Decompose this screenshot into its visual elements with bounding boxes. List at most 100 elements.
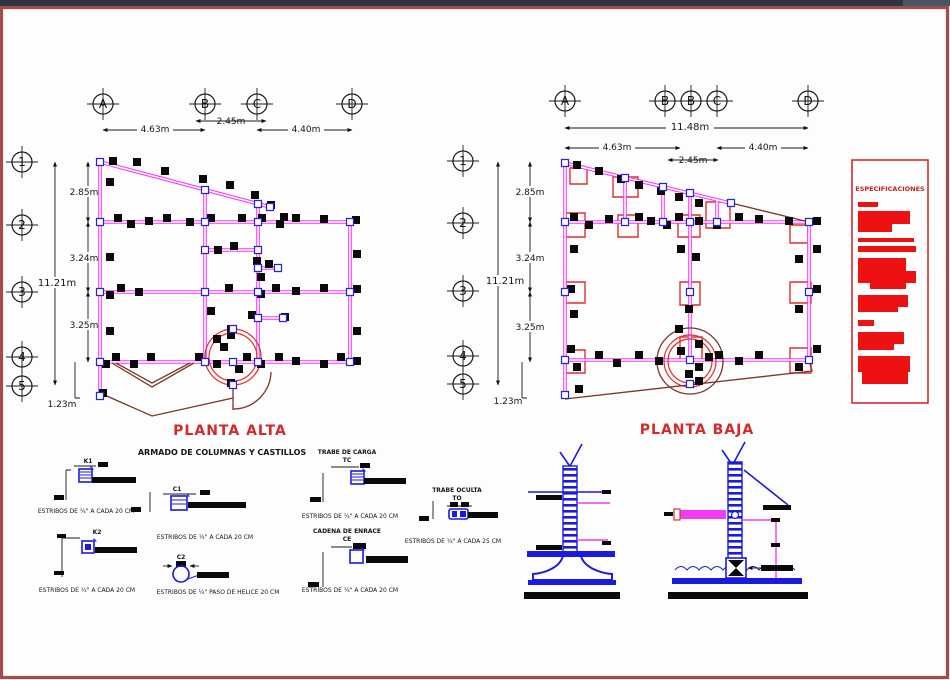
detail-sublabel: TO (452, 495, 461, 502)
window-top-bar-segment (903, 0, 950, 6)
node-squares-alta (95, 157, 355, 401)
grid-label: 3 (18, 285, 26, 299)
detail-caption: ESTRIBOS DE ¼" PASO DE HELICE 20 CM (157, 589, 280, 596)
dim-label: 2.45m (679, 156, 708, 166)
grid-bubble-row: 5 (6, 370, 38, 402)
spec-text-blocks (858, 202, 916, 384)
plan-title-alta: PLANTA ALTA (173, 423, 287, 439)
specifications-box: ESPECIFICACIONES (851, 159, 929, 404)
dim-label: 1.23m (494, 397, 523, 407)
grid-label: 5 (459, 377, 467, 391)
detail-trabe-oculta: TRABE OCULTA TO ESTRIBOS DE ¼" A CADA 25… (405, 487, 501, 545)
detail-trabe-de-carga: TRABE DE CARGA TC ESTRIBOS DE ¼" A CADA … (302, 449, 406, 520)
dimension-lines: 4.63m 2.45m 4.40m 2.85m 3.24m 3.25m 11.2… (36, 117, 353, 410)
planta-alta-plan: A B C D 1 2 3 4 (6, 88, 368, 439)
dim-label: 4.63m (603, 143, 632, 153)
grid-bubble-row: 3 (447, 275, 479, 307)
grid-bubble-row: 2 (6, 209, 38, 241)
detail-caption: ESTRIBOS DE ¼" A CADA 20 CM (39, 587, 135, 594)
detail-label: C2 (177, 554, 186, 561)
detail-caption: ESTRIBOS DE ¼" A CADA 20 CM (302, 587, 398, 594)
detail-caption: ESTRIBOS DE ¼" A CADA 20 CM (157, 534, 253, 541)
detail-label: C1 (173, 486, 182, 493)
window-top-bar (0, 0, 950, 6)
ground-line (668, 592, 808, 599)
terrain-lines-alta (99, 362, 272, 417)
dim-label: 4.40m (749, 143, 778, 153)
detail-caption: ESTRIBOS DE ¼" A CADA 20 CM (38, 508, 134, 515)
dim-label: 2.85m (516, 188, 545, 198)
dim-label: 3.24m (70, 254, 99, 264)
grid-bubble-row: 5 (447, 368, 479, 400)
grid-label: D (347, 97, 356, 111)
grid-bubble-col: C (241, 88, 273, 120)
ground-line (524, 592, 620, 599)
drawing-frame-border (0, 5, 950, 680)
dim-label: 3.25m (70, 321, 99, 331)
grid-bubble-col: A (87, 88, 119, 120)
planta-baja-plan: A B B C D 1 2 3 (447, 85, 824, 438)
grid-label: 2 (459, 216, 467, 230)
detail-k1: K1 ESTRIBOS DE ¼" A CADA 20 CM (38, 458, 136, 515)
grid-label: 4 (18, 350, 26, 364)
grid-bubble-col: B (189, 88, 221, 120)
grid-bubble-row: 3 (6, 276, 38, 308)
grid-bubble-row: 4 (6, 341, 38, 373)
detail-c2: C2 ESTRIBOS DE ¼" PASO DE HELICE 20 CM (157, 554, 280, 596)
dim-label: 4.40m (292, 125, 321, 135)
plan-title-baja: PLANTA BAJA (640, 422, 754, 438)
detail-label: K2 (93, 529, 102, 536)
grid-bubble-row: 2 (447, 207, 479, 239)
details-heading: ARMADO DE COLUMNAS Y CASTILLOS (138, 448, 307, 457)
dim-label: 2.45m (217, 117, 246, 127)
grid-label: A (99, 97, 108, 111)
column-squares-baja (567, 161, 821, 393)
foundation-section-1 (524, 443, 620, 599)
node-squares-baja (560, 158, 814, 400)
detail-label: TRABE OCULTA (432, 487, 482, 494)
detail-caption: ESTRIBOS DE ¼" A CADA 20 CM (302, 513, 398, 520)
foundation-section-2 (664, 441, 808, 599)
grid-label: 1 (459, 154, 467, 168)
grid-label: 4 (459, 349, 467, 363)
dim-label: 2.85m (70, 188, 99, 198)
slab-band (680, 510, 726, 519)
detail-sublabel: CE (343, 536, 352, 543)
grid-bubble-row: 4 (447, 340, 479, 372)
grid-label: 3 (459, 284, 467, 298)
grid-bubble-col: D (336, 88, 368, 120)
grid-label: B (201, 97, 209, 111)
dim-label: 3.24m (516, 254, 545, 264)
grid-bubble-col: C (701, 85, 733, 117)
bowtie-mark (728, 560, 744, 576)
grid-bubble-row: 1 (6, 146, 38, 178)
dim-label: 3.25m (516, 323, 545, 333)
detail-k2: K2 ESTRIBOS DE ¼" A CADA 20 CM (39, 529, 137, 594)
grid-label: 1 (18, 155, 26, 169)
dimension-lines: 11.48m 4.63m 2.45m 4.40m 2.85m 3.24m 3.2… (483, 121, 809, 407)
dim-label: 11.21m (38, 278, 76, 289)
detail-label: TRABE DE CARGA (318, 449, 377, 456)
dim-label: 11.48m (671, 122, 709, 133)
grid-label: 5 (18, 379, 26, 393)
dim-label: 11.21m (486, 276, 524, 287)
dim-label: 4.63m (141, 125, 170, 135)
grid-bubble-row: 1 (447, 145, 479, 177)
column-squares-alta (99, 157, 361, 397)
detail-label: K1 (84, 458, 93, 465)
detail-sublabel: TC (343, 457, 352, 464)
grid-label: 2 (18, 218, 26, 232)
grid-label: A (561, 94, 570, 108)
grid-label: B (687, 94, 695, 108)
detail-cadena-de-enrace: CADENA DE ENRACE CE ESTRIBOS DE ¼" A CAD… (302, 528, 408, 594)
grid-label: D (803, 94, 812, 108)
grid-label: B (661, 94, 669, 108)
detail-caption: ESTRIBOS DE ¼" A CADA 25 CM (405, 538, 501, 545)
detail-label: CADENA DE ENRACE (313, 528, 381, 535)
dim-label: 1.23m (48, 400, 77, 410)
grid-label: C (713, 94, 721, 108)
spec-box-border (851, 159, 929, 404)
detail-c1: C1 ESTRIBOS DE ¼" A CADA 20 CM (131, 486, 253, 541)
